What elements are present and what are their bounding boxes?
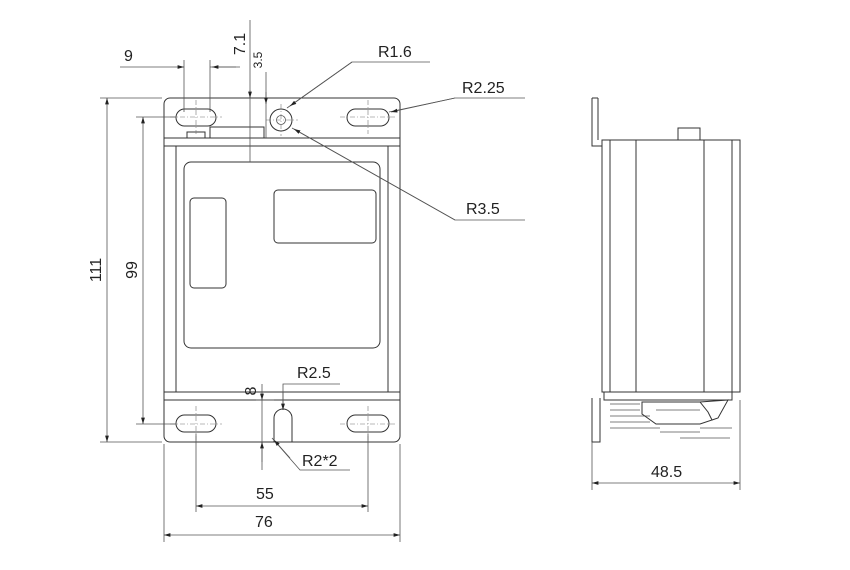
- side-body: [601, 139, 741, 393]
- dim-hole-vertical: 99: [124, 261, 141, 279]
- radius-r1-6: R1.6: [378, 44, 412, 61]
- side-dimensions: [591, 400, 741, 490]
- radius-r2-5: R2.5: [297, 365, 331, 382]
- dimension-labels: 76 55 111 99 9 7.1 3.5 48.5 8 R1.6 R2.25…: [88, 33, 682, 531]
- indicator-window: [189, 197, 227, 289]
- radius-r2x2: R2*2: [302, 453, 338, 470]
- display-window: [273, 189, 377, 244]
- dim-width-total: 76: [255, 514, 273, 531]
- dim-bottom-slot: 8: [243, 386, 260, 395]
- radius-r3-5: R3.5: [466, 201, 500, 218]
- side-view: [591, 97, 741, 443]
- front-view: [163, 97, 401, 443]
- slot-top-left: [175, 108, 217, 127]
- dim-hole-spacing: 55: [256, 486, 274, 503]
- front-dimensions: [100, 20, 525, 542]
- mounting-plate: [163, 97, 401, 443]
- front-panel: [183, 161, 381, 349]
- dim-top-small: 3.5: [251, 51, 265, 68]
- dim-height-total: 111: [88, 258, 105, 282]
- dim-top-offset: 7.1: [232, 33, 249, 55]
- slot-bottom-right: [346, 414, 390, 433]
- slot-bottom-center: [273, 408, 293, 442]
- top-connector: [209, 126, 265, 139]
- slot-top-right: [346, 108, 390, 127]
- terminal-block: [591, 391, 733, 443]
- slot-bottom-left: [175, 414, 217, 433]
- dim-depth: 48.5: [651, 464, 682, 481]
- dim-slot-offset: 9: [124, 48, 133, 65]
- radius-r2-25: R2.25: [462, 80, 505, 97]
